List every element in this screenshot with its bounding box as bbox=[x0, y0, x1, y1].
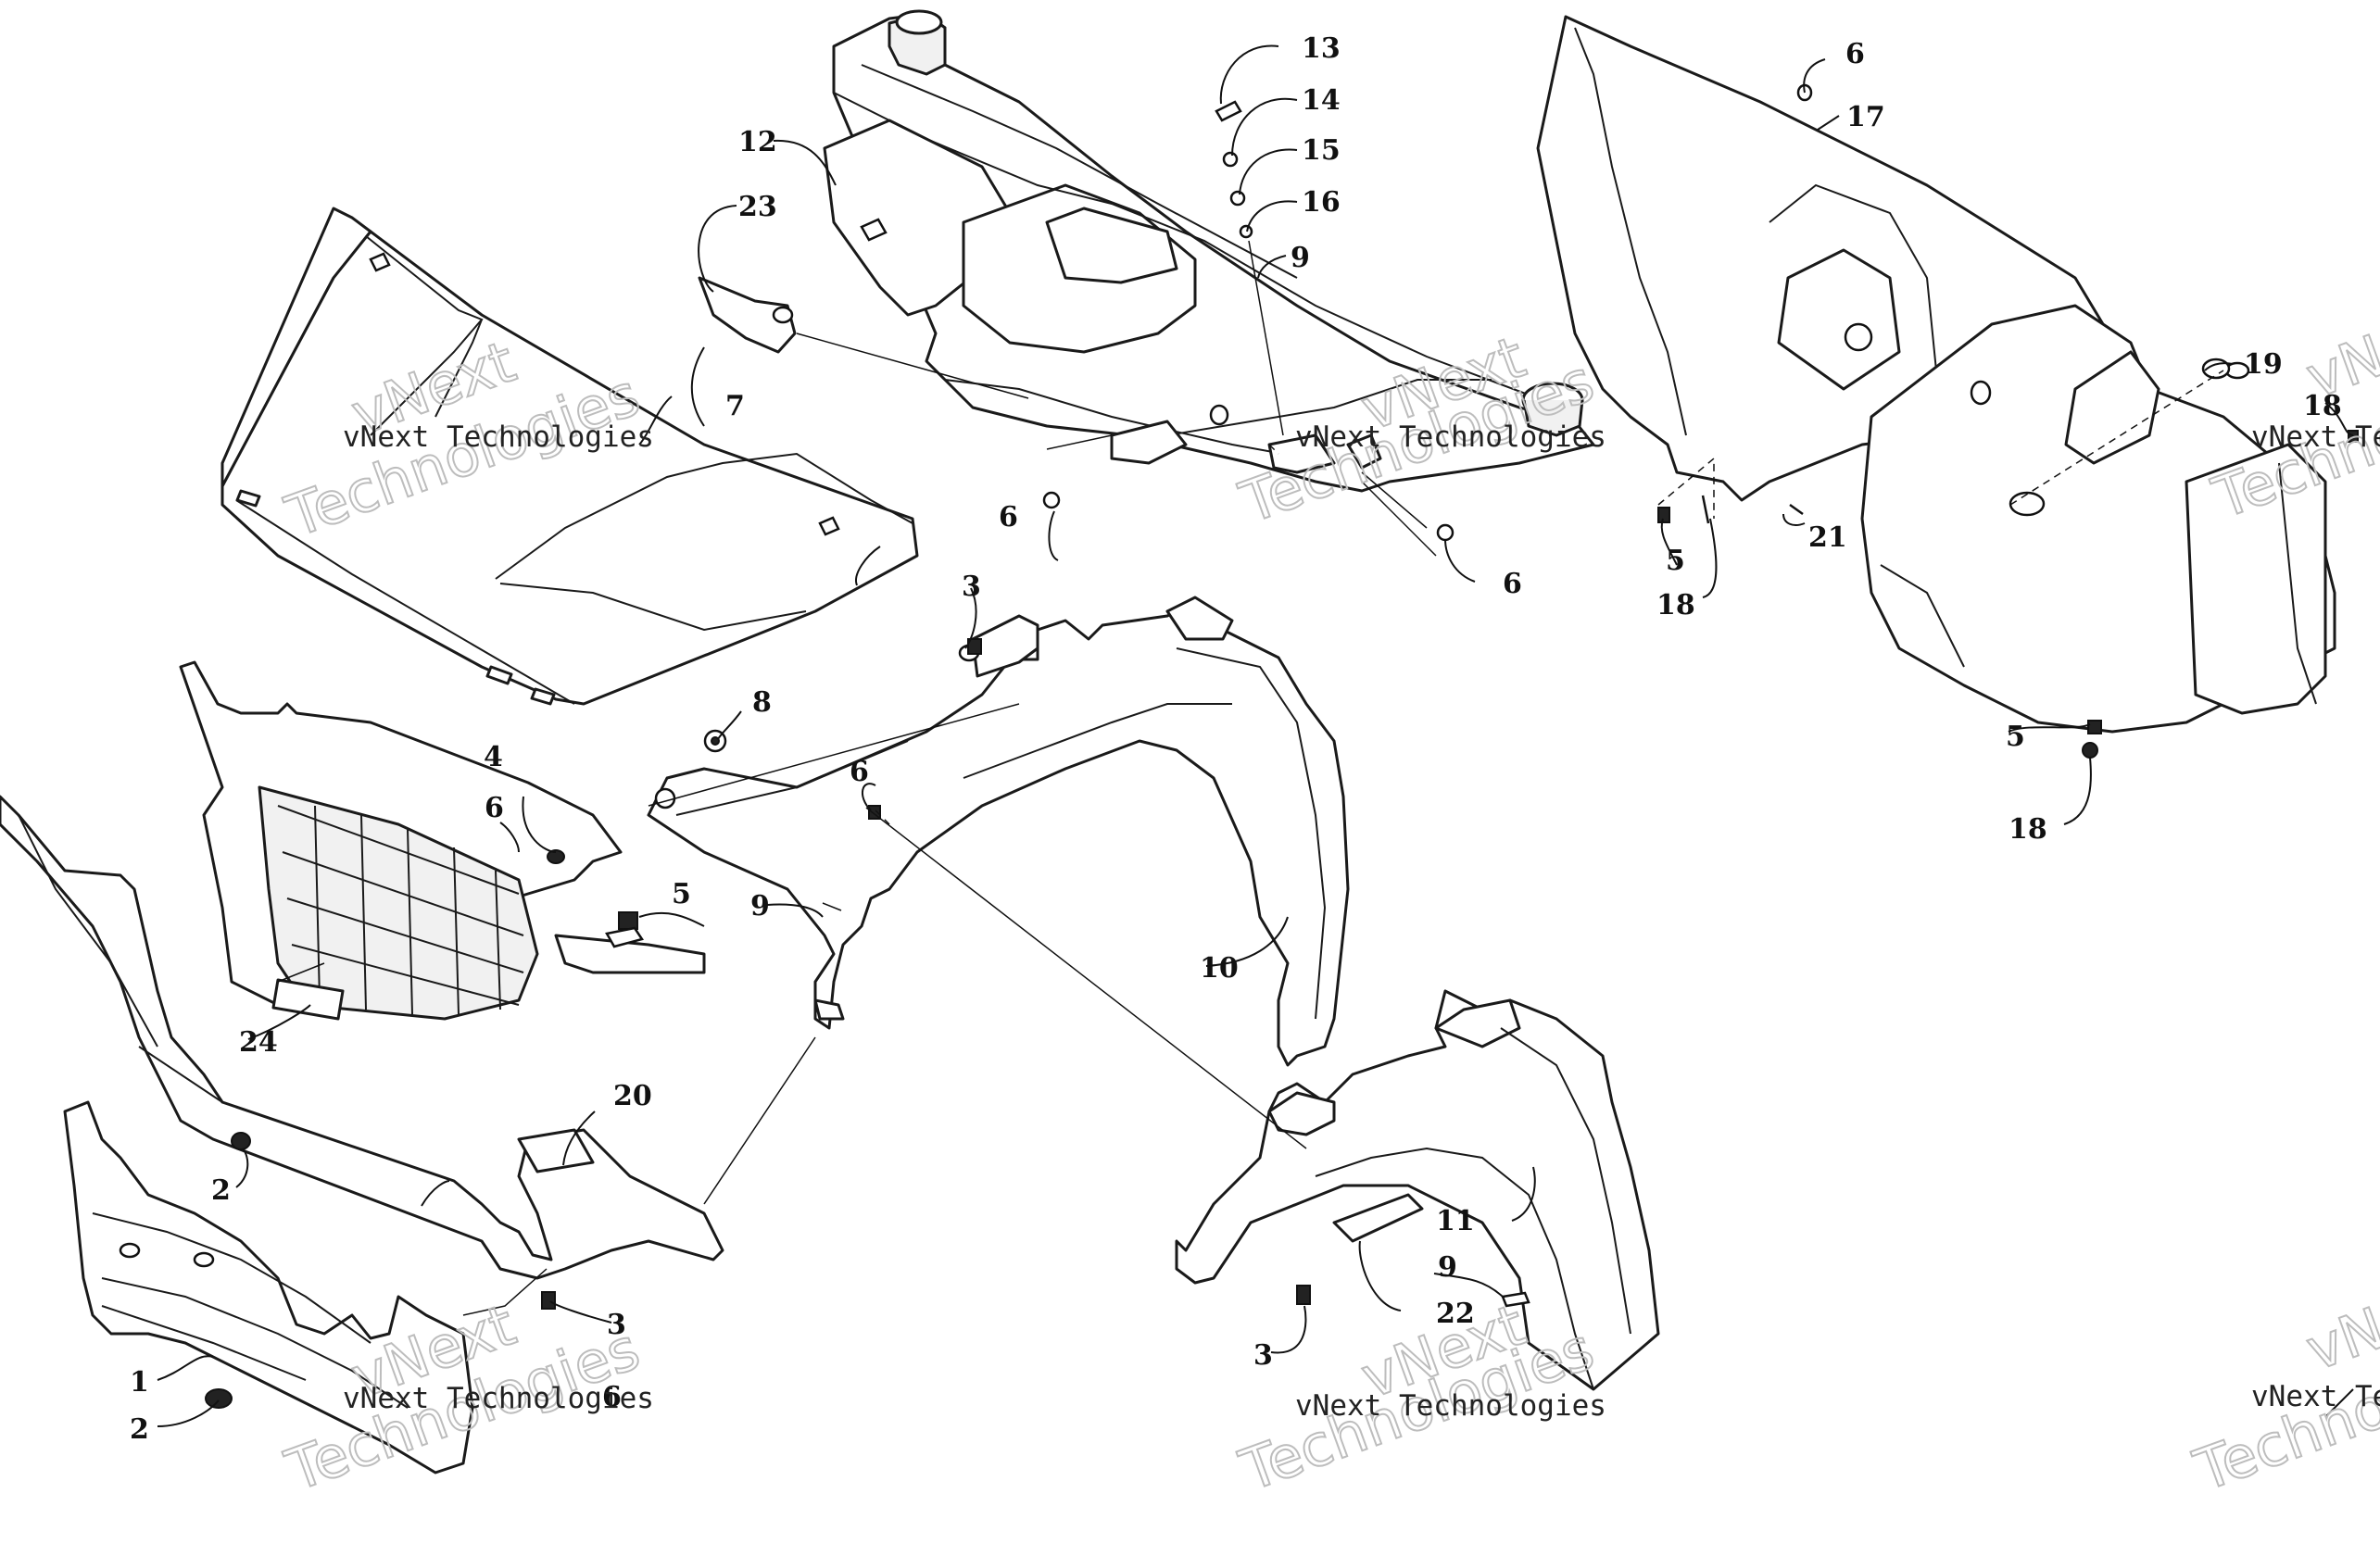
watermark-6: vNext Technologies vNext Technologies bbox=[2185, 1262, 2380, 1506]
fender-part-10 bbox=[647, 600, 1350, 1067]
callout-6a: 6 bbox=[1845, 38, 1865, 70]
callout-18b: 18 bbox=[1656, 589, 1695, 621]
callout-3a: 3 bbox=[962, 571, 981, 603]
svg-text:vNext: vNext bbox=[2298, 1263, 2380, 1385]
callout-18c: 18 bbox=[2009, 813, 2047, 846]
callout-4: 4 bbox=[484, 741, 503, 773]
callout-16: 16 bbox=[1302, 186, 1341, 219]
callout-23: 23 bbox=[738, 191, 777, 223]
svg-text:vNext Technologies: vNext Technologies bbox=[343, 420, 654, 454]
bracket-part-3-upper bbox=[971, 596, 1234, 678]
callout-3b: 3 bbox=[607, 1309, 626, 1341]
callout-5b: 5 bbox=[672, 878, 691, 910]
callout-7: 7 bbox=[725, 390, 745, 422]
callout-6f: 6 bbox=[602, 1381, 622, 1413]
callout-labels: 13 14 15 16 9 12 23 7 6 17 19 18 6 6 5 1… bbox=[130, 32, 2342, 1446]
callout-2b: 2 bbox=[130, 1413, 149, 1446]
callout-9c: 9 bbox=[1438, 1251, 1457, 1284]
callout-6b: 6 bbox=[999, 501, 1018, 533]
callout-11: 11 bbox=[1436, 1205, 1475, 1237]
callout-9b: 9 bbox=[750, 890, 770, 922]
callout-10: 10 bbox=[1200, 952, 1239, 985]
grille-part-4 bbox=[179, 660, 706, 1021]
svg-text:vNext Technologies: vNext Technologies bbox=[2251, 420, 2380, 454]
callout-19: 19 bbox=[2244, 348, 2283, 381]
callout-6d: 6 bbox=[485, 792, 504, 824]
callout-5c: 5 bbox=[2006, 721, 2025, 753]
callout-5a: 5 bbox=[1666, 545, 1685, 577]
svg-text:vNext Technologies: vNext Technologies bbox=[343, 1382, 654, 1415]
callout-18a: 18 bbox=[2303, 390, 2342, 422]
callout-13: 13 bbox=[1302, 32, 1341, 65]
fender-part-11 bbox=[1175, 989, 1660, 1391]
skid-plate-part-1 bbox=[63, 1100, 474, 1474]
callout-15: 15 bbox=[1302, 134, 1341, 167]
side-panel-part-19 bbox=[1860, 304, 2336, 734]
dash-part-12 bbox=[823, 9, 1595, 493]
callout-24: 24 bbox=[239, 1026, 278, 1059]
callout-6c: 6 bbox=[1503, 568, 1522, 600]
callout-2a: 2 bbox=[211, 1174, 231, 1207]
callout-6e: 6 bbox=[850, 756, 869, 788]
callout-3c: 3 bbox=[1253, 1339, 1273, 1372]
dashed-lines bbox=[277, 333, 2224, 1316]
callout-8: 8 bbox=[752, 686, 772, 719]
badge-part-24 bbox=[271, 978, 345, 1021]
callout-12: 12 bbox=[738, 126, 777, 158]
bumper-part-20 bbox=[0, 795, 724, 1280]
svg-text:vNext Technologies: vNext Technologies bbox=[1295, 420, 1606, 454]
callout-22: 22 bbox=[1436, 1298, 1475, 1330]
leader-lines bbox=[157, 44, 2354, 1427]
callout-17: 17 bbox=[1846, 101, 1885, 133]
callout-9a: 9 bbox=[1291, 242, 1310, 274]
panel-part-23 bbox=[698, 276, 797, 354]
watermark-5: vNext Technologies vNext Technologies bbox=[2203, 290, 2380, 533]
svg-text:vNext Technologies: vNext Technologies bbox=[1295, 1389, 1606, 1423]
callout-21: 21 bbox=[1808, 521, 1847, 554]
hood-part-7 bbox=[220, 207, 919, 706]
svg-text:vNext Technologies: vNext Technologies bbox=[2251, 1380, 2380, 1413]
callout-20: 20 bbox=[613, 1080, 652, 1112]
callout-14: 14 bbox=[1302, 84, 1341, 117]
callout-1: 1 bbox=[130, 1366, 149, 1399]
